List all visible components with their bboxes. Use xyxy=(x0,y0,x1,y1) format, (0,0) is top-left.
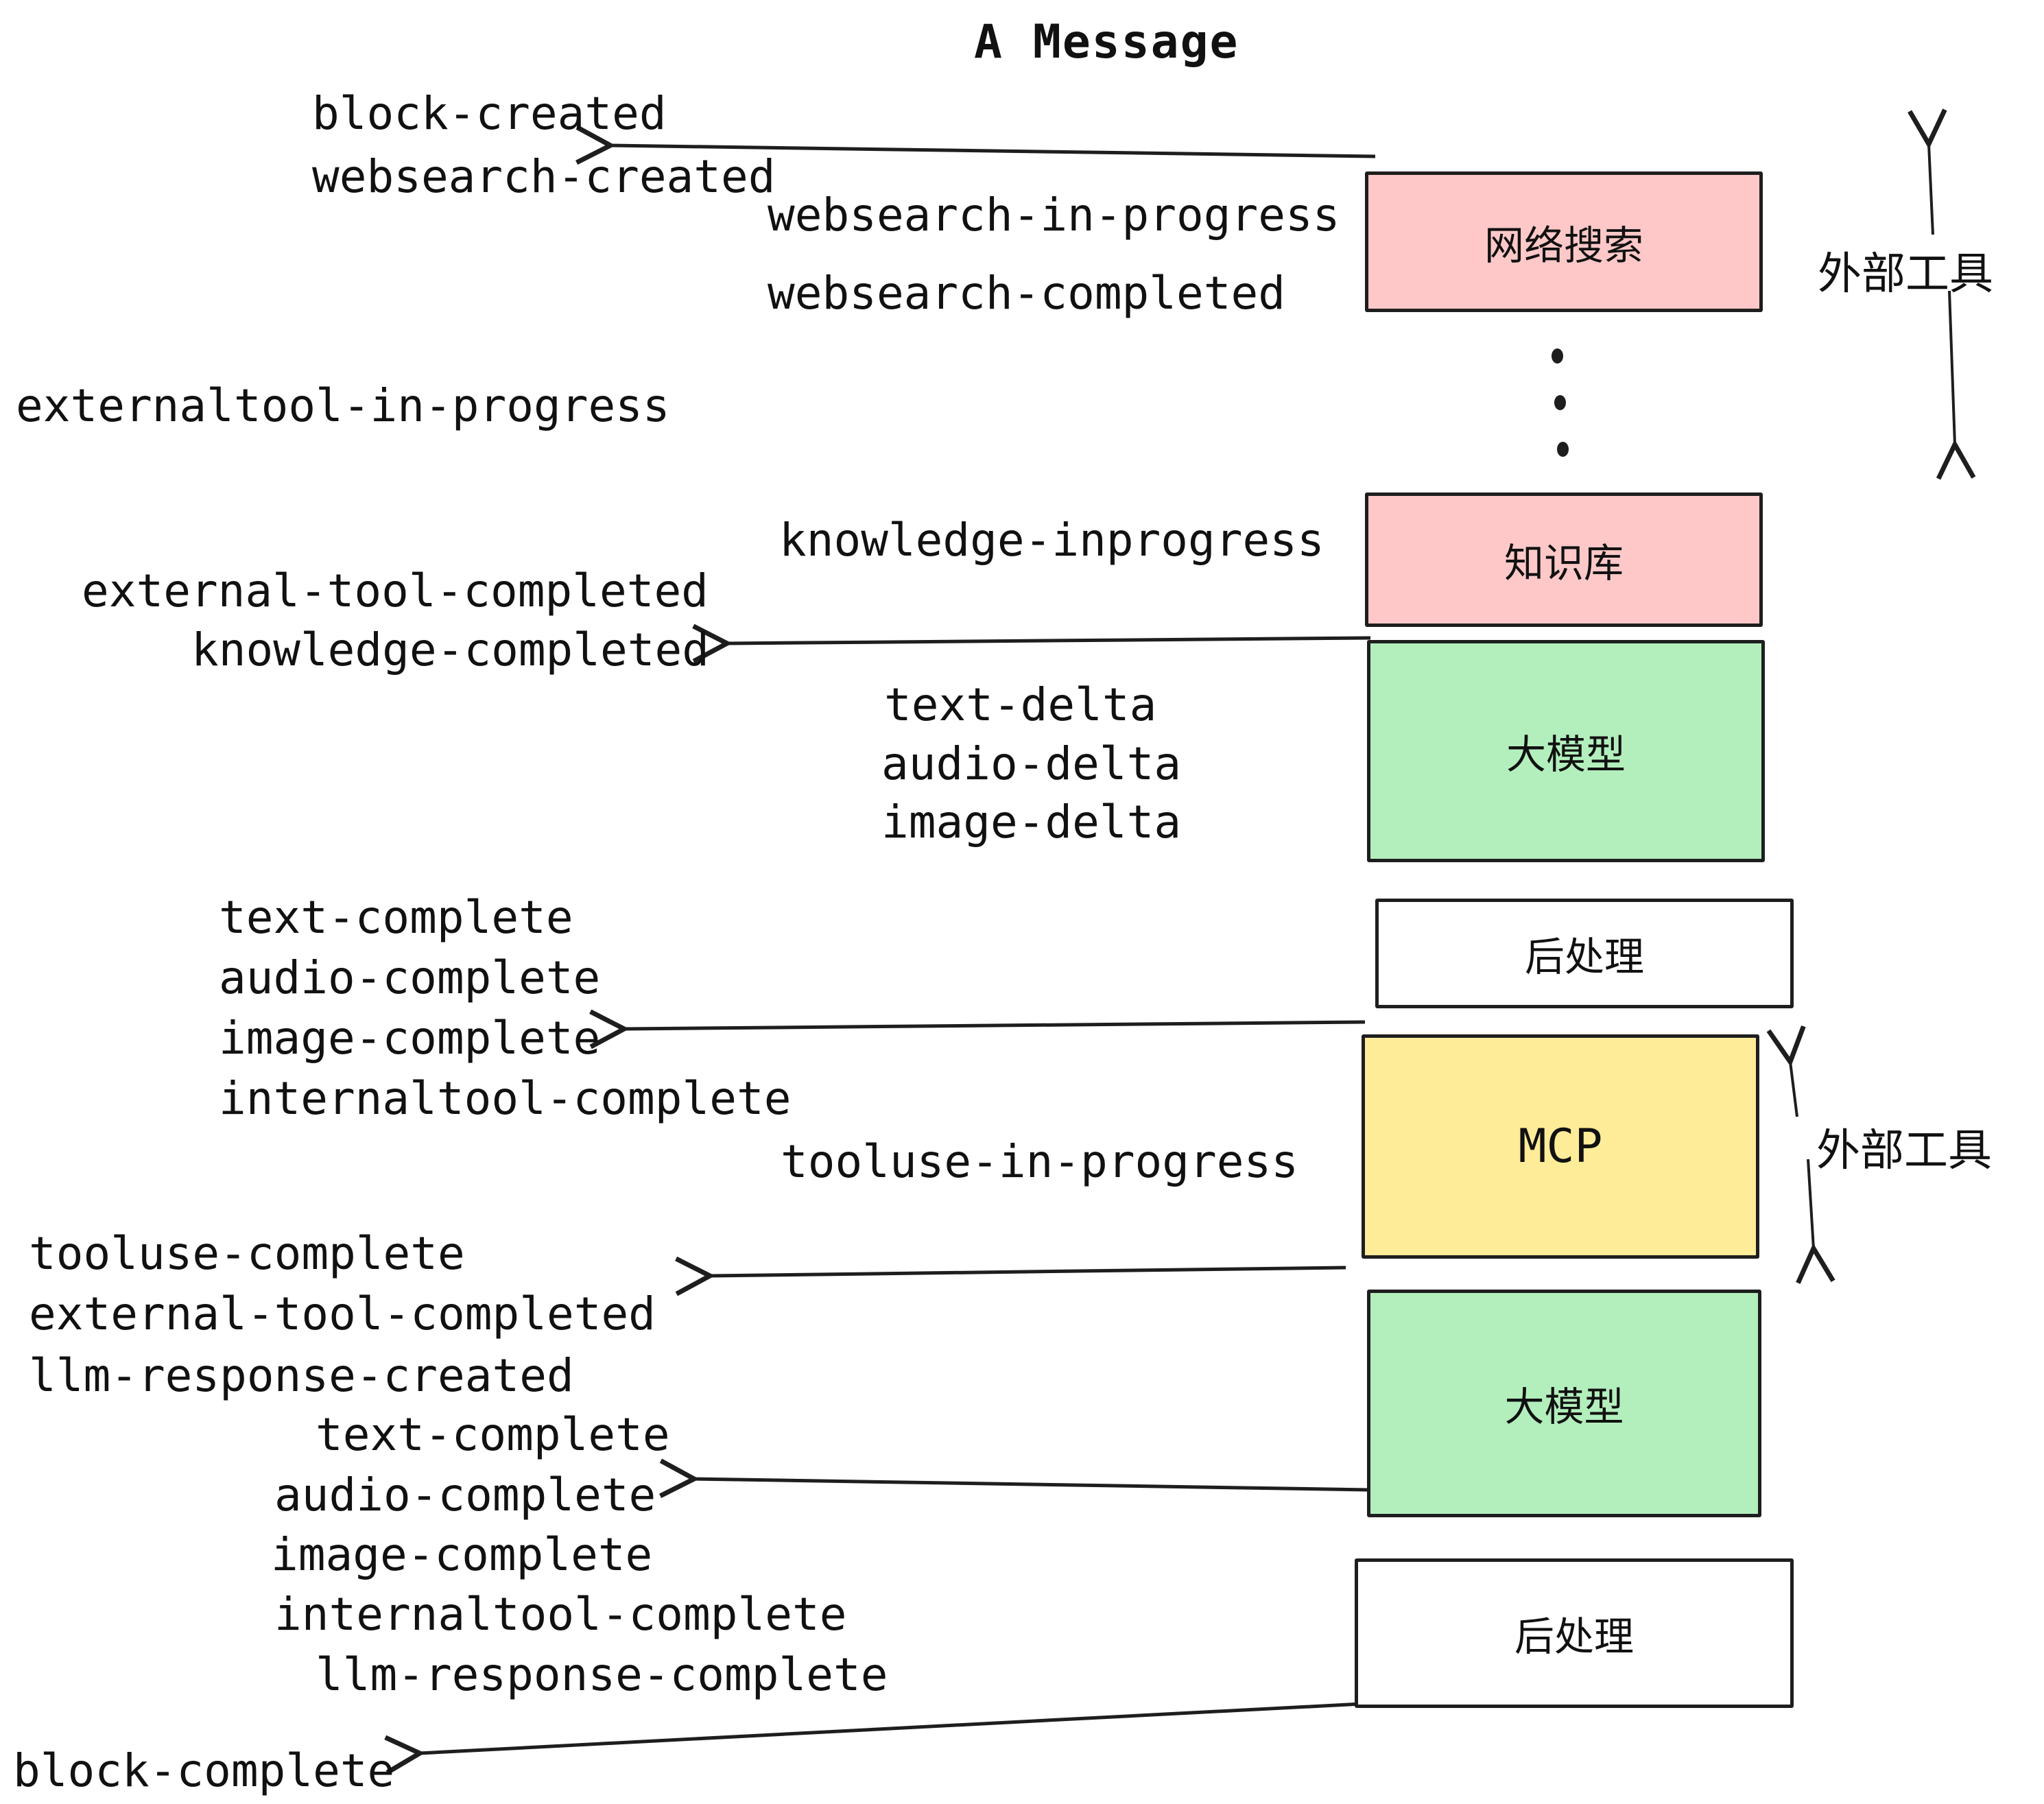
external-tools-label-1: 外部工具 xyxy=(1818,249,1993,298)
event-image-complete-1: image-complete xyxy=(219,1012,601,1065)
ellipsis-dot xyxy=(1552,348,1563,364)
box-postprocess-2: 后处理 xyxy=(1355,1558,1794,1708)
event-audio-delta-1: audio-delta xyxy=(881,737,1182,790)
box-llm-2-label: 大模型 xyxy=(1504,1385,1624,1429)
box-knowledge: 知识库 xyxy=(1365,492,1763,627)
box-mcp-label: MCP xyxy=(1518,1119,1603,1174)
external-tools-span2-up-arrow xyxy=(1766,1025,1806,1117)
event-externaltool-in-progress: externaltool-in-progress xyxy=(16,379,670,432)
box-postprocess-1-label: 后处理 xyxy=(1524,935,1644,980)
event-block-complete: block-complete xyxy=(13,1744,395,1797)
event-knowledge-completed: knowledge-completed xyxy=(191,624,709,676)
event-external-tool-completed-2: external-tool-completed xyxy=(29,1287,656,1340)
box-llm-1: 大模型 xyxy=(1367,640,1765,862)
event-llm-response-complete: llm-response-complete xyxy=(316,1648,888,1701)
box-knowledge-label: 知识库 xyxy=(1504,541,1624,586)
box-websearch-label: 网络搜索 xyxy=(1484,223,1643,268)
event-internaltool-complete-1: internaltool-complete xyxy=(219,1072,792,1125)
external-tools-span1-down-arrow xyxy=(1936,290,1976,480)
box-llm-1-label: 大模型 xyxy=(1506,733,1626,777)
event-tooluse-complete: tooluse-complete xyxy=(29,1227,465,1280)
arrow-to-block-complete xyxy=(384,1702,1362,1775)
arrow-to-tooluse-complete xyxy=(675,1256,1346,1296)
event-external-tool-completed: external-tool-completed xyxy=(82,565,709,617)
event-llm-response-created: llm-response-created xyxy=(29,1349,574,1402)
external-tools-span2-down-arrow xyxy=(1796,1159,1835,1284)
ellipsis-dot xyxy=(1554,395,1566,410)
event-text-complete-1: text-complete xyxy=(219,891,573,944)
arrow-to-image-complete xyxy=(589,1009,1366,1049)
event-websearch-completed: websearch-completed xyxy=(768,267,1285,320)
box-postprocess-1: 后处理 xyxy=(1375,899,1794,1008)
box-mcp: MCP xyxy=(1362,1034,1759,1259)
event-internaltool-complete-2: internaltool-complete xyxy=(274,1588,847,1641)
event-websearch-in-progress: websearch-in-progress xyxy=(768,189,1340,241)
event-websearch-created: websearch-created xyxy=(312,150,776,203)
event-audio-complete-1: audio-complete xyxy=(219,951,601,1004)
event-tooluse-in-progress: tooluse-in-progress xyxy=(781,1135,1298,1188)
event-text-complete-2: text-complete xyxy=(316,1408,670,1461)
event-image-complete-2: image-complete xyxy=(271,1528,653,1581)
ellipsis-dot xyxy=(1557,442,1569,457)
arrow-to-audio-complete xyxy=(659,1458,1369,1498)
box-websearch: 网络搜索 xyxy=(1365,171,1763,312)
diagram-title: A Message xyxy=(974,15,1239,69)
event-text-delta-1: text-delta xyxy=(884,678,1157,731)
arrow-to-knowledge-completed xyxy=(692,624,1371,664)
event-audio-complete-2: audio-complete xyxy=(274,1469,656,1521)
box-postprocess-2-label: 后处理 xyxy=(1514,1615,1634,1659)
box-llm-2: 大模型 xyxy=(1367,1290,1761,1517)
event-block-created: block-created xyxy=(312,87,667,140)
external-tools-label-2: 外部工具 xyxy=(1816,1126,1992,1175)
external-tools-span1-up-arrow xyxy=(1908,108,1947,235)
event-knowledge-inprogress: knowledge-inprogress xyxy=(779,514,1324,567)
event-image-delta-1: image-delta xyxy=(881,796,1182,848)
